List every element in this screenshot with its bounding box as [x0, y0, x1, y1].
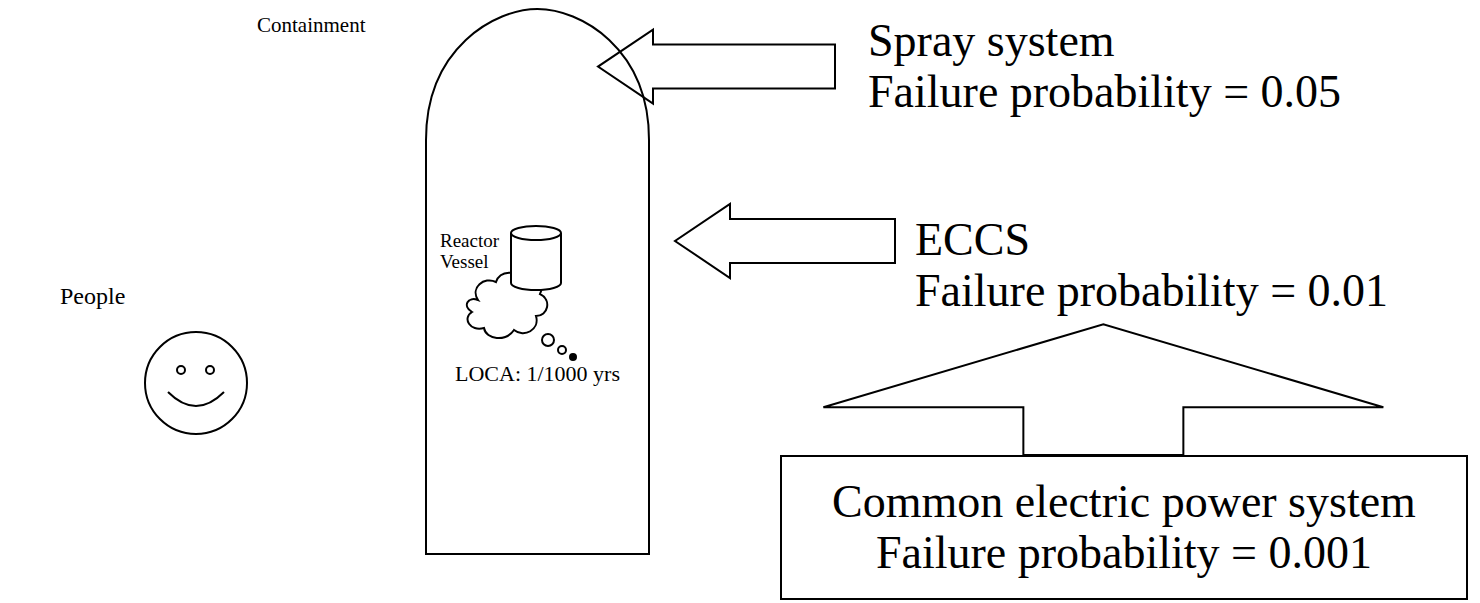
vessel-outline — [511, 226, 561, 290]
failure-probability: Failure probability = 0.05 — [868, 67, 1341, 118]
loca-label: LOCA: 1/1000 yrs — [455, 362, 620, 386]
people-label: People — [60, 283, 125, 309]
system-name: Common electric power system — [832, 477, 1416, 528]
containment-label: Containment — [257, 14, 366, 37]
block-arrow — [598, 30, 835, 104]
reactor-vessel: Reactor Vessel — [440, 225, 565, 295]
person-face — [145, 332, 247, 434]
vessel-label: Reactor Vessel — [440, 231, 506, 273]
spray-system-group: Spray systemFailure probability = 0.05 — [868, 16, 1341, 117]
containment-outline — [426, 9, 649, 554]
system-name: ECCS — [915, 215, 1388, 266]
failure-probability: Failure probability = 0.01 — [915, 266, 1388, 317]
cylinder-outline — [510, 225, 564, 295]
block-arrow — [675, 204, 895, 278]
system-name: Spray system — [868, 16, 1341, 67]
eccs-group: ECCSFailure probability = 0.01 — [915, 215, 1388, 316]
failure-probability: Failure probability = 0.001 — [876, 528, 1372, 579]
block-arrow — [823, 324, 1383, 455]
power-system-box: Common electric power systemFailure prob… — [780, 455, 1468, 600]
containment-dome: Reactor VesselContainment — [425, 8, 650, 555]
